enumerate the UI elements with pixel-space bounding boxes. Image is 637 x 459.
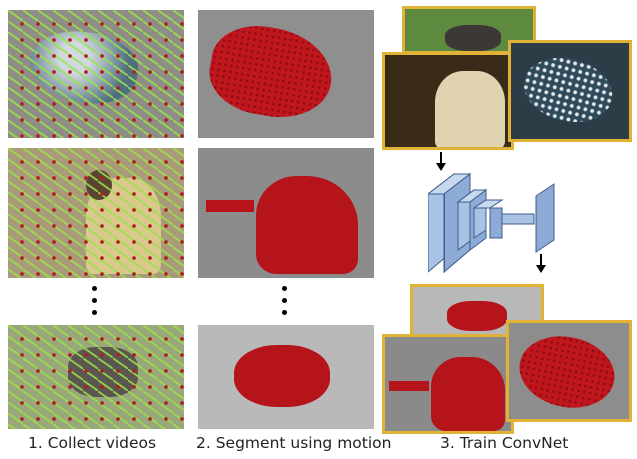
convnet-diagram-icon (428, 172, 555, 274)
predicted-eel-mask (512, 327, 622, 417)
person-mask-left (206, 200, 254, 212)
person-mask (256, 176, 358, 274)
input-image-eel (508, 40, 632, 142)
output-mask-dog (410, 284, 544, 338)
caption-segment-using-motion: 2. Segment using motion (196, 434, 392, 452)
segmentation-dog (198, 325, 374, 429)
more-videos-ellipsis (92, 286, 98, 322)
video-frame-eel-with-flow (8, 10, 184, 138)
output-mask-person (382, 334, 514, 434)
caption-train-convnet: 3. Train ConvNet (440, 434, 569, 452)
predicted-dog-mask (447, 301, 507, 331)
predicted-person-mask (431, 357, 505, 431)
predicted-person-mask-left (389, 381, 429, 391)
segmentation-eel (198, 10, 374, 138)
down-arrow-icon (536, 254, 546, 273)
video-frame-dog-with-flow (8, 325, 184, 429)
dog-mask (234, 345, 330, 407)
video-frame-person-with-flow (8, 148, 184, 278)
segmentation-person (198, 148, 374, 278)
down-arrow-icon (436, 152, 446, 171)
eel-mask (203, 18, 339, 126)
dog-photo (445, 25, 501, 51)
more-segmentations-ellipsis (282, 286, 288, 322)
input-image-person (382, 52, 514, 150)
caption-collect-videos: 1. Collect videos (28, 434, 157, 452)
eel-photo (516, 49, 620, 131)
output-mask-eel (506, 320, 632, 422)
person-photo (435, 71, 505, 147)
